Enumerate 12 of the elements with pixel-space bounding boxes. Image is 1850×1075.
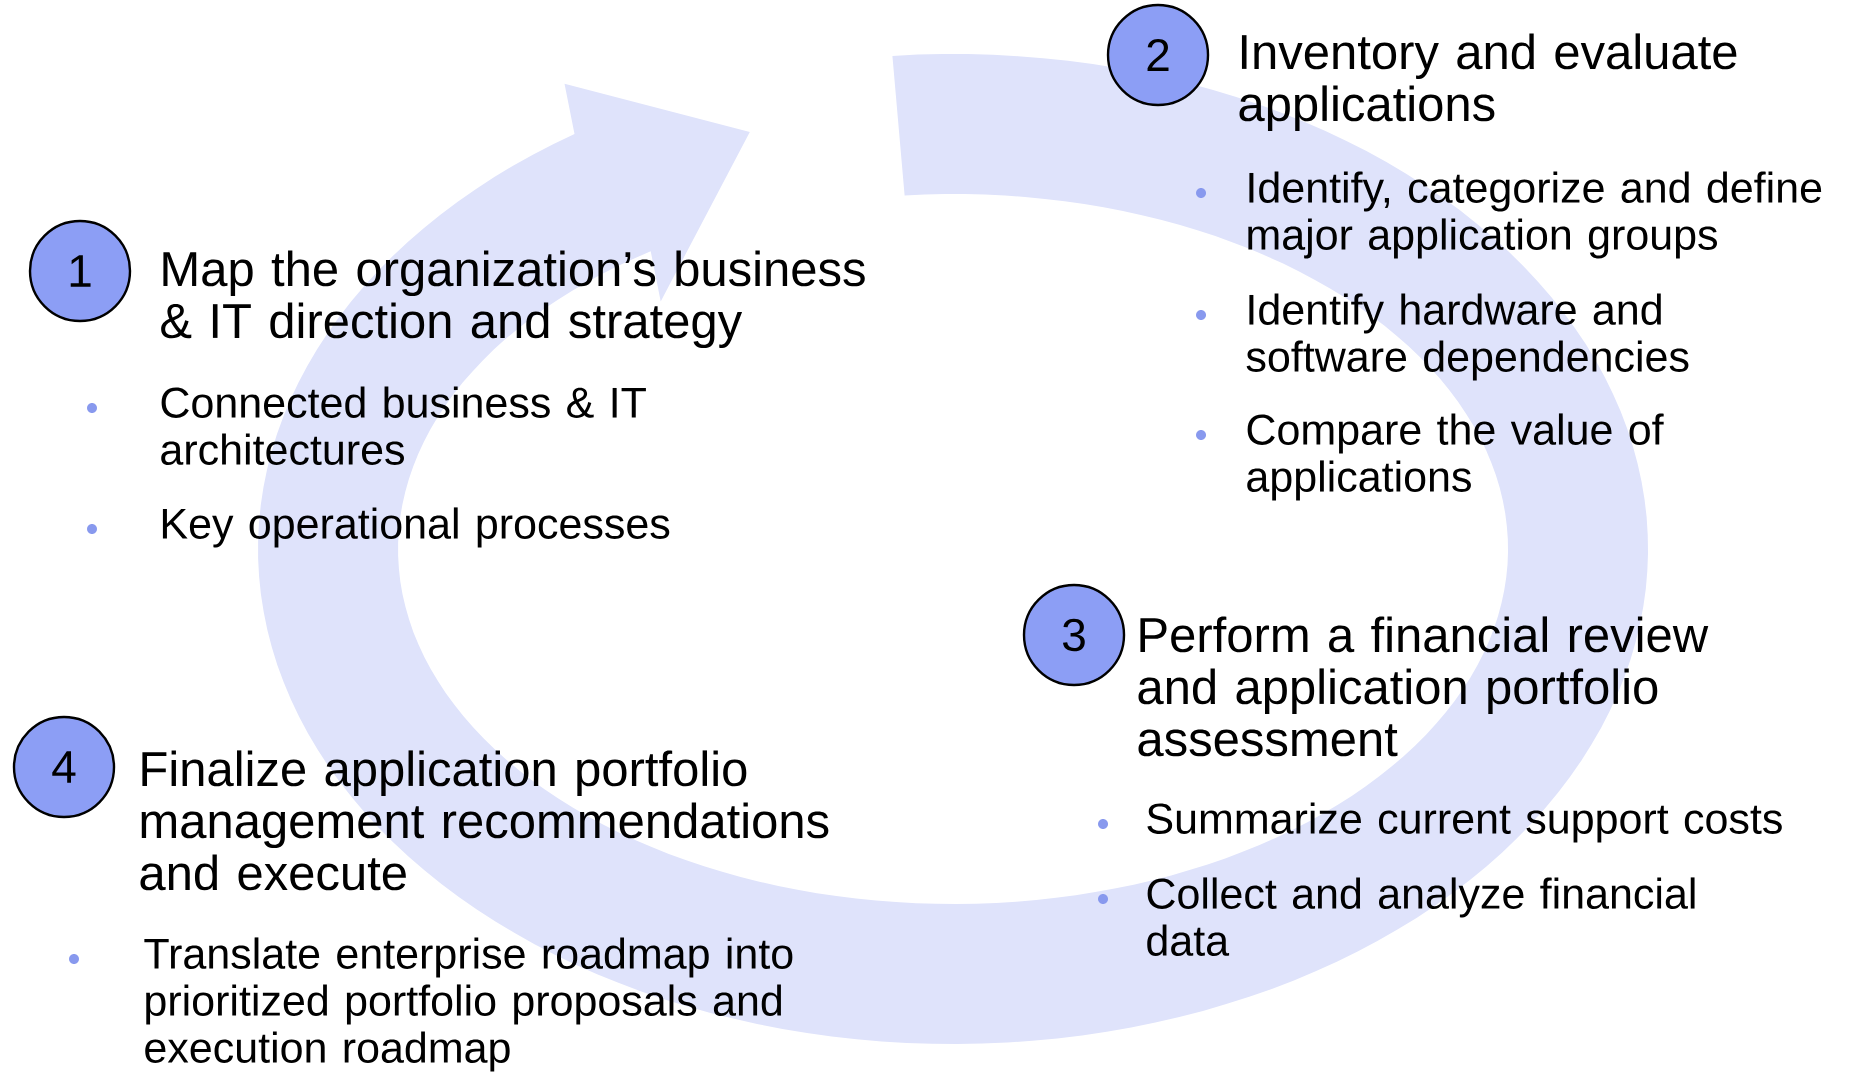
bullet-text: Identify, categorize and define major application groups [1248,171,1822,259]
bullet-text: Connected business & IT architectures [161,386,646,465]
bullet-text: Key operational processes [162,507,670,548]
step-heading: Map the organization’s business & IT direction and strategy [161,250,865,349]
bullet-text: Compare the value of applications [1247,413,1664,501]
step-heading: Perform a financial review and application portfolio assessment [1138,616,1709,757]
step-heading: Finalize application portfolio management recommendations and execute [140,750,829,891]
bullet-text: Summarize current support costs [1147,802,1782,843]
step-heading: Inventory and evaluate applications [1239,33,1737,132]
bullet-text: Identify hardware and software dependencies [1246,293,1689,381]
bullet-text: Collect and analyze financial data [1147,877,1695,956]
bullet-text: Translate enterprise roadmap into prioritized portfolio proposals and execution roadmap [144,937,793,1072]
